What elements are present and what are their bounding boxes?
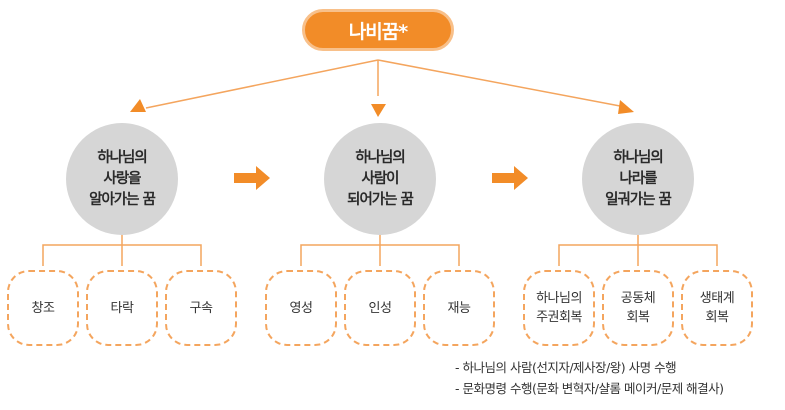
note-item: - 하나님의 사람(선지자/제사장/왕) 사명 수행 — [455, 360, 677, 375]
child-label-line-1: 하나님의 — [536, 291, 582, 306]
stage-1-line-1: 하나님의 — [97, 149, 147, 166]
child-box-fall: 타락 — [86, 270, 158, 346]
stage-2-line-1: 하나님의 — [355, 149, 405, 166]
child-box-character: 인성 — [344, 270, 416, 346]
child-label: 재능 — [447, 300, 471, 316]
note-item: - 문화명령 수행(문화 변혁자/샬롬 메이커/문제 해결사) — [455, 381, 724, 396]
stage-1-line-2: 사랑을 — [103, 170, 141, 187]
child-label: 인성 — [368, 300, 392, 316]
tree-connector-stage-3 — [558, 234, 718, 266]
tree-connector-stage-2 — [300, 234, 460, 266]
child-label-line-2: 회복 — [705, 310, 729, 325]
arrowhead-stage-3 — [618, 100, 634, 114]
stage-circle-1: 하나님의 사랑을 알아가는 꿈 — [66, 123, 178, 235]
child-label: 타락 — [110, 300, 134, 316]
tree-connector-stage-1 — [42, 234, 202, 266]
child-label-line-2: 주권회복 — [536, 310, 582, 325]
arrowhead-stage-2 — [371, 104, 386, 117]
stage-circle-3: 하나님의 나라를 일궈가는 꿈 — [582, 123, 694, 235]
root-node: 나비꿈* — [302, 9, 454, 51]
root-label: 나비꿈* — [348, 20, 408, 43]
child-box-creation: 창조 — [7, 270, 79, 346]
stage-3-line-1: 하나님의 — [613, 149, 663, 166]
stage-3-line-2: 나라를 — [619, 170, 657, 187]
stage-3-line-3: 일궈가는 꿈 — [605, 191, 672, 208]
child-label-line-1: 공동체 — [620, 291, 656, 306]
child-box-talent: 재능 — [423, 270, 495, 346]
stage-2-line-2: 사람이 — [361, 170, 399, 187]
progress-arrow-1 — [234, 166, 270, 190]
child-label: 구속 — [189, 300, 213, 316]
progress-arrow-2 — [492, 166, 528, 190]
child-box-ecosystem-restoration: 생태계 회복 — [681, 270, 753, 346]
child-box-redemption: 구속 — [165, 270, 237, 346]
notes: - 하나님의 사람(선지자/제사장/왕) 사명 수행 - 문화명령 수행(문화 … — [455, 357, 724, 399]
connector-root-to-stage-3 — [377, 59, 621, 107]
child-label: 창조 — [31, 300, 55, 316]
child-label-line-2: 회복 — [626, 310, 650, 325]
child-label-line-1: 생태계 — [699, 291, 735, 306]
connector-root-to-stage-1 — [145, 59, 379, 109]
stage-circle-2: 하나님의 사람이 되어가는 꿈 — [324, 123, 436, 235]
child-box-sovereignty-restoration: 하나님의 주권회복 — [523, 270, 595, 346]
stage-2-line-3: 되어가는 꿈 — [347, 191, 414, 208]
arrowhead-stage-1 — [130, 99, 146, 112]
child-box-community-restoration: 공동체 회복 — [602, 270, 674, 346]
stage-1-line-3: 알아가는 꿈 — [89, 191, 156, 208]
child-label: 영성 — [289, 300, 313, 316]
child-box-spirituality: 영성 — [265, 270, 337, 346]
